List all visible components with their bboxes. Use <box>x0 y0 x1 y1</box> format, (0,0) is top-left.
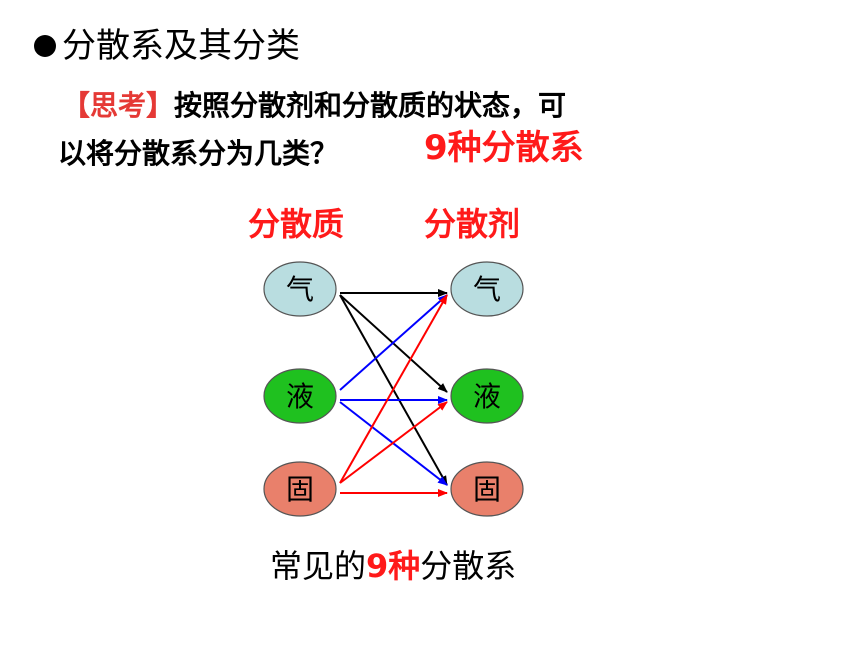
column-header-dispersion-medium: 分散剂 <box>424 205 521 243</box>
think-tag: 【思考】 <box>62 89 175 122</box>
edge-L-solid-to-R-liquid <box>339 401 448 484</box>
bullet-icon <box>34 35 56 57</box>
node-ellipse <box>263 261 337 317</box>
node-label: 固 <box>473 473 501 506</box>
node-ellipse <box>450 368 524 424</box>
node-label: 液 <box>286 380 314 413</box>
node-R-liquid: 液 <box>450 368 524 424</box>
section-heading-text: 分散系及其分类 <box>62 26 300 66</box>
caption-pre: 常见的 <box>270 547 367 585</box>
answer-text: 9种分散系 <box>424 128 584 168</box>
section-heading: 分散系及其分类 <box>34 24 300 68</box>
node-ellipse <box>450 261 524 317</box>
node-ellipse <box>263 461 337 517</box>
node-label: 气 <box>473 273 501 306</box>
node-R-solid: 固 <box>450 461 524 517</box>
node-L-liquid: 液 <box>263 368 337 424</box>
node-label: 液 <box>473 380 501 413</box>
node-label: 气 <box>286 273 314 306</box>
edge-L-solid-to-R-gas <box>339 294 448 484</box>
node-label: 固 <box>286 473 314 506</box>
question-text-1: 按照分散剂和分散质的状态，可 <box>174 89 567 122</box>
node-ellipse <box>450 461 524 517</box>
question-line-1: 【思考】按照分散剂和分散质的状态，可 <box>62 86 566 126</box>
caption-highlight: 9种 <box>366 547 421 585</box>
node-L-gas: 气 <box>263 261 337 317</box>
caption: 常见的9种分散系 <box>270 541 516 591</box>
node-L-solid: 固 <box>263 461 337 517</box>
node-ellipse <box>263 368 337 424</box>
question-text-2: 以将分散系分为几类？ <box>58 137 339 170</box>
caption-post: 分散系 <box>420 547 517 585</box>
column-header-dispersed-phase: 分散质 <box>248 205 345 243</box>
node-R-gas: 气 <box>450 261 524 317</box>
edge-L-liquid-to-R-gas <box>339 294 448 391</box>
